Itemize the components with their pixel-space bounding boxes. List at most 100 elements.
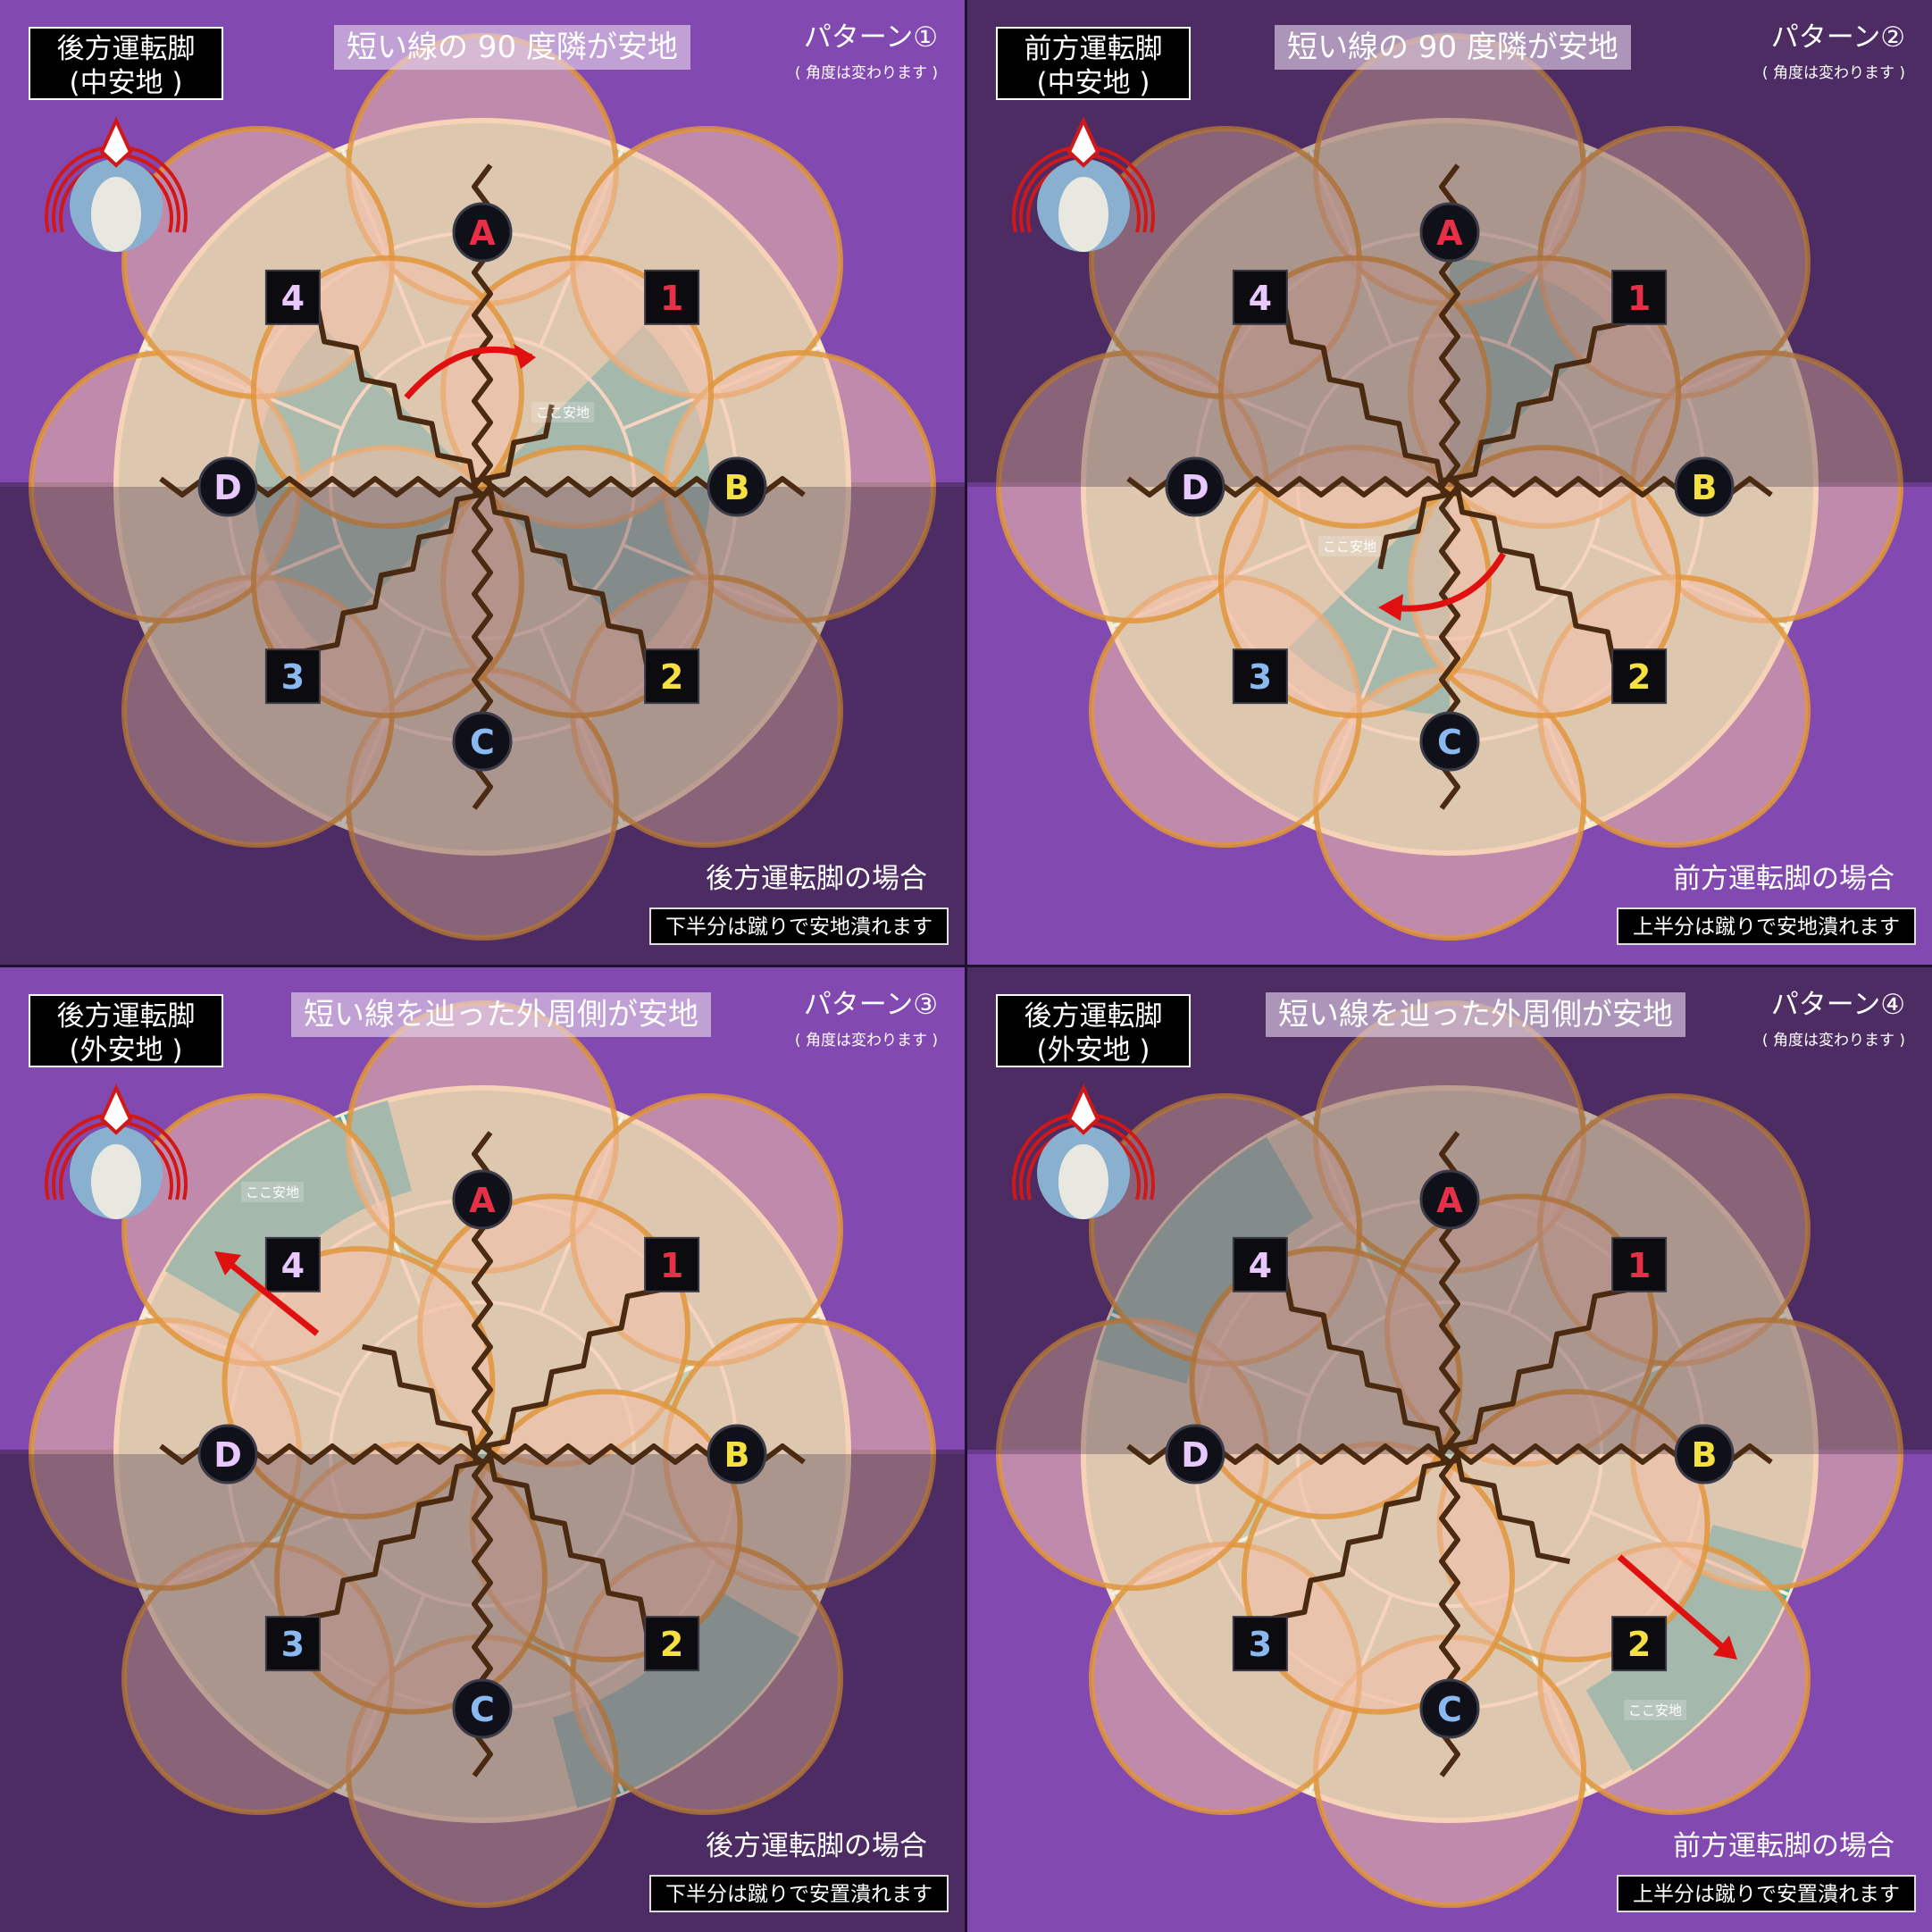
- movement-arrow: [1378, 552, 1507, 621]
- hint-banner: 短い線の 90 度隣が安地: [334, 25, 690, 70]
- waymark-4-icon: 4: [264, 1236, 321, 1292]
- waymark-base: [264, 269, 321, 325]
- safe-spot-label: ここ安地: [531, 402, 595, 422]
- boss-icon: [36, 1083, 197, 1244]
- title-line-1: 後方運転脚: [56, 1000, 196, 1033]
- pattern-note: ( 角度は変わります ): [794, 64, 938, 82]
- pattern-label: パターン④ ( 角度は変わります ): [1762, 982, 1905, 1050]
- arrow-head: [214, 1251, 241, 1275]
- waymark-d-icon: D: [1165, 456, 1225, 517]
- waymark-1-icon: 1: [1611, 269, 1668, 325]
- tether-layer: [159, 163, 806, 810]
- waymark-4-icon: 4: [1232, 1236, 1288, 1292]
- waymark-base: [707, 456, 767, 517]
- waymark-label: 1: [1627, 279, 1651, 318]
- waymark-3-icon: 3: [1232, 648, 1288, 705]
- waymark-label: 2: [660, 1625, 683, 1664]
- waymark-label: B: [724, 1435, 750, 1475]
- waymark-base: [452, 202, 513, 263]
- boss-beard: [91, 177, 141, 252]
- warning-note: 上半分は蹴りで安置潰れます: [1617, 1875, 1916, 1912]
- boss-portrait: [45, 116, 188, 252]
- waymark-label: 2: [660, 657, 683, 697]
- waymark-label: C: [1437, 1690, 1462, 1729]
- waymark-a-icon: A: [1419, 1169, 1480, 1230]
- mechanic-title: 後方運転脚 (中安地 ): [29, 27, 223, 100]
- tether-line: [475, 404, 555, 483]
- waymark-label: A: [1436, 213, 1463, 253]
- boss-portrait: [1012, 1083, 1155, 1219]
- waymark-label: C: [470, 1690, 495, 1729]
- waymark-base: [1674, 1424, 1735, 1485]
- safe-spot-label: ここ安地: [1318, 536, 1382, 556]
- arrow-shaft: [404, 346, 533, 400]
- arena-diagram: A 1B 2C 3 D 4: [0, 967, 965, 1932]
- case-caption: 後方運転脚の場合: [706, 863, 927, 895]
- waymark-base: [1419, 1169, 1480, 1230]
- safe-spot-label: ここ安地: [241, 1182, 305, 1202]
- movement-arrow: [404, 344, 536, 400]
- waymark-label: 3: [281, 1625, 305, 1664]
- waymark-label: C: [1437, 723, 1462, 762]
- waymark-d-icon: D: [197, 1424, 258, 1485]
- waymark-c-icon: C: [452, 1678, 513, 1739]
- pattern-note: ( 角度は変わります ): [1761, 1032, 1905, 1050]
- movement-arrow: [1617, 1554, 1737, 1660]
- waymark-label: 4: [281, 1246, 305, 1285]
- waymark-2-icon: 2: [1611, 648, 1668, 705]
- waymark-base: [264, 1616, 321, 1672]
- waymark-label: A: [469, 1181, 496, 1220]
- waymark-base: [264, 1236, 321, 1292]
- waymark-label: 4: [1249, 279, 1272, 318]
- boss-portrait: [1012, 116, 1155, 252]
- boss-beard: [1058, 177, 1108, 252]
- waymark-base: [452, 1169, 513, 1230]
- waymark-base: [644, 648, 700, 705]
- waymark-base: [1419, 711, 1480, 772]
- boss-portrait: [45, 1083, 188, 1219]
- waymark-4-icon: 4: [264, 269, 321, 325]
- waymark-label: 4: [1249, 1246, 1272, 1285]
- waymark-base: [1674, 456, 1735, 517]
- pattern-number: パターン③: [803, 989, 938, 1021]
- waymark-1-icon: 1: [1611, 1236, 1668, 1292]
- waymark-base: [1232, 269, 1288, 325]
- waymark-4-icon: 4: [1232, 269, 1288, 325]
- safe-spot-label: ここ安地: [1624, 1700, 1687, 1720]
- waymark-label: A: [469, 213, 496, 253]
- waymark-base: [644, 1616, 700, 1672]
- waymark-label: 3: [1249, 657, 1272, 697]
- title-line-1: 前方運転脚: [1024, 33, 1163, 65]
- waymark-label: D: [1181, 1435, 1209, 1475]
- arrow-shaft: [1617, 1554, 1729, 1653]
- hint-banner: 短い線を辿った外周側が安地: [1266, 992, 1685, 1037]
- mechanic-title: 後方運転脚 (外安地 ): [29, 994, 223, 1067]
- waymark-base: [452, 1678, 513, 1739]
- waymark-b-icon: B: [1674, 1424, 1735, 1485]
- pattern-number: パターン①: [803, 21, 938, 54]
- boss-beard: [1058, 1144, 1108, 1219]
- arrow-head: [1378, 594, 1403, 621]
- waymark-label: D: [1181, 468, 1209, 507]
- waymark-label: 2: [1627, 657, 1651, 697]
- waymark-base: [1611, 1236, 1668, 1292]
- waymark-label: C: [470, 723, 495, 762]
- waymark-base: [197, 1424, 258, 1485]
- waymark-2-icon: 2: [644, 1616, 700, 1672]
- waymark-label: 4: [281, 279, 305, 318]
- title-line-2: (外安地 ): [69, 1034, 183, 1066]
- waymark-label: 1: [1627, 1246, 1651, 1285]
- waymark-label: B: [1692, 1435, 1718, 1475]
- warning-note: 下半分は蹴りで安置潰れます: [649, 1875, 949, 1912]
- waymark-base: [1232, 1236, 1288, 1292]
- waymark-2-icon: 2: [1611, 1616, 1668, 1672]
- waymark-label: 1: [660, 1246, 683, 1285]
- waymark-label: B: [724, 468, 750, 507]
- aoe-layer: [996, 33, 1903, 941]
- pattern-note: ( 角度は変わります ): [1761, 64, 1905, 82]
- waymark-base: [644, 269, 700, 325]
- waymark-base: [707, 1424, 767, 1485]
